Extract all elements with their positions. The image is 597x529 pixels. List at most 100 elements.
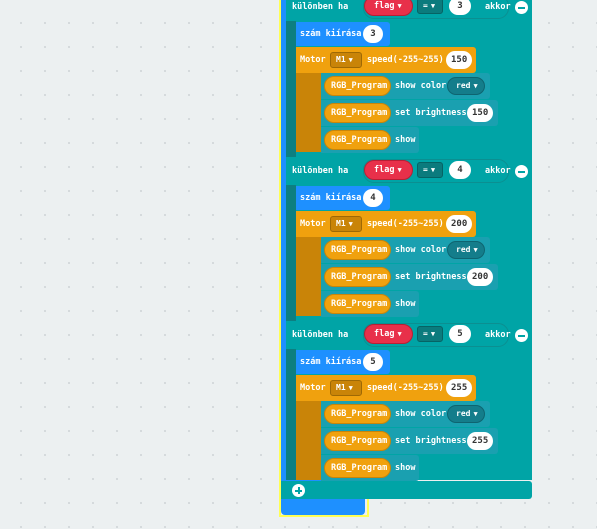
brightness-value[interactable]: 200	[467, 268, 494, 286]
rgb-program-variable[interactable]: RGB_Program	[324, 404, 391, 424]
then-label: akkor	[485, 2, 511, 12]
show-label: show	[395, 299, 416, 309]
show-number-label: szám kiírása	[300, 357, 362, 367]
motor-port-dropdown[interactable]: M1▼	[330, 216, 362, 232]
rgb-show-color-block[interactable]: RGB_Program show color red▼	[321, 73, 490, 99]
dropdown-caret-icon: ▼	[430, 2, 436, 10]
operator-label: =	[423, 1, 428, 10]
remove-else-if-button[interactable]	[515, 1, 528, 14]
rgb-program-label: RGB_Program	[331, 436, 388, 446]
show-number-block[interactable]: szám kiírása 3	[296, 22, 390, 46]
motor-port-dropdown[interactable]: M1▼	[330, 52, 362, 68]
compare-expression[interactable]: flag▼ =▼ 4	[363, 159, 509, 183]
color-value: red	[456, 81, 471, 90]
number-value[interactable]: 3	[363, 25, 383, 43]
compare-value[interactable]: 5	[449, 325, 471, 343]
operator-dropdown[interactable]: =▼	[417, 326, 443, 342]
rgb-program-variable[interactable]: RGB_Program	[324, 130, 391, 150]
rgb-set-brightness-block[interactable]: RGB_Program set brightness 255	[321, 428, 498, 454]
motor-speed-block[interactable]: Motor M1▼ speed(-255~255) 150	[296, 47, 476, 73]
rgb-show-block[interactable]: RGB_Program show	[321, 127, 419, 153]
set-brightness-label: set brightness	[395, 272, 467, 282]
dropdown-caret-icon: ▼	[397, 166, 402, 174]
motor-port-label: M1	[336, 55, 346, 64]
dropdown-caret-icon: ▼	[430, 166, 436, 174]
rgb-program-label: RGB_Program	[331, 245, 388, 255]
rgb-program-variable[interactable]: RGB_Program	[324, 294, 391, 314]
color-dropdown[interactable]: red▼	[447, 241, 485, 259]
operator-label: =	[423, 165, 428, 174]
rgb-program-variable[interactable]: RGB_Program	[324, 103, 391, 123]
dropdown-caret-icon: ▼	[397, 2, 402, 10]
flag-label: flag	[374, 1, 395, 11]
rgb-program-variable[interactable]: RGB_Program	[324, 240, 391, 260]
compare-expression[interactable]: flag▼ =▼ 5	[363, 323, 509, 347]
rgb-program-variable[interactable]: RGB_Program	[324, 458, 391, 478]
rgb-show-block[interactable]: RGB_Program show	[321, 291, 419, 317]
flag-variable[interactable]: flag▼	[364, 160, 413, 180]
brightness-value[interactable]: 255	[467, 432, 494, 450]
speed-value[interactable]: 255	[446, 379, 473, 397]
rgb-set-brightness-block[interactable]: RGB_Program set brightness 150	[321, 100, 498, 126]
motor-speed-block[interactable]: Motor M1▼ speed(-255~255) 200	[296, 211, 476, 237]
flag-label: flag	[374, 165, 395, 175]
remove-else-if-button[interactable]	[515, 329, 528, 342]
operator-dropdown[interactable]: =▼	[417, 0, 443, 14]
remove-else-if-button[interactable]	[515, 165, 528, 178]
motor-speed-block[interactable]: Motor M1▼ speed(-255~255) 255	[296, 375, 476, 401]
dropdown-caret-icon: ▼	[473, 410, 478, 418]
compare-value[interactable]: 3	[449, 0, 471, 15]
if-else-spine	[286, 0, 296, 480]
speed-value[interactable]: 200	[446, 215, 473, 233]
rgb-program-label: RGB_Program	[331, 272, 388, 282]
dropdown-caret-icon: ▼	[473, 82, 478, 90]
operator-dropdown[interactable]: =▼	[417, 162, 443, 178]
show-number-label: szám kiírása	[300, 29, 362, 39]
selection-outline-right	[367, 499, 369, 517]
else-if-header[interactable]: különben ha flag▼ =▼ 4 akkor	[286, 157, 532, 185]
flag-variable[interactable]: flag▼	[364, 324, 413, 344]
rgb-show-color-block[interactable]: RGB_Program show color red▼	[321, 237, 490, 263]
else-if-label: különben ha	[292, 166, 349, 176]
if-else-footer	[281, 481, 532, 499]
motor-label: Motor	[300, 55, 326, 65]
rgb-program-label: RGB_Program	[331, 81, 388, 91]
add-else-if-button[interactable]	[292, 484, 305, 497]
rgb-program-variable[interactable]: RGB_Program	[324, 431, 391, 451]
dropdown-caret-icon: ▼	[348, 56, 353, 64]
rgb-program-variable[interactable]: RGB_Program	[324, 76, 391, 96]
color-value: red	[456, 245, 471, 254]
show-number-label: szám kiírása	[300, 193, 362, 203]
speed-value[interactable]: 150	[446, 51, 473, 69]
motor-inner-column	[296, 73, 321, 152]
operator-label: =	[423, 329, 428, 338]
motor-inner-column	[296, 237, 321, 316]
color-dropdown[interactable]: red▼	[447, 77, 485, 95]
rgb-show-color-block[interactable]: RGB_Program show color red▼	[321, 401, 490, 427]
brightness-value[interactable]: 150	[467, 104, 494, 122]
show-color-label: show color	[395, 409, 447, 419]
motor-port-dropdown[interactable]: M1▼	[330, 380, 362, 396]
flag-variable[interactable]: flag▼	[364, 0, 413, 16]
number-value[interactable]: 4	[363, 189, 383, 207]
motor-port-label: M1	[336, 383, 346, 392]
color-dropdown[interactable]: red▼	[447, 405, 485, 423]
compare-expression[interactable]: flag▼ =▼ 3	[363, 0, 509, 19]
dropdown-caret-icon: ▼	[473, 246, 478, 254]
set-brightness-label: set brightness	[395, 436, 467, 446]
else-if-header[interactable]: különben ha flag▼ =▼ 3 akkor	[286, 0, 532, 21]
rgb-show-block[interactable]: RGB_Program show	[321, 455, 419, 481]
else-if-header[interactable]: különben ha flag▼ =▼ 5 akkor	[286, 321, 532, 349]
rgb-program-variable[interactable]: RGB_Program	[324, 267, 391, 287]
rgb-set-brightness-block[interactable]: RGB_Program set brightness 200	[321, 264, 498, 290]
show-color-label: show color	[395, 245, 447, 255]
rgb-program-label: RGB_Program	[331, 299, 388, 309]
dropdown-caret-icon: ▼	[348, 384, 353, 392]
speed-label: speed(-255~255)	[367, 219, 444, 229]
number-value[interactable]: 5	[363, 353, 383, 371]
show-number-block[interactable]: szám kiírása 4	[296, 186, 390, 210]
compare-value[interactable]: 4	[449, 161, 471, 179]
else-if-label: különben ha	[292, 2, 349, 12]
show-number-block[interactable]: szám kiírása 5	[296, 350, 390, 374]
motor-inner-column	[296, 401, 321, 480]
